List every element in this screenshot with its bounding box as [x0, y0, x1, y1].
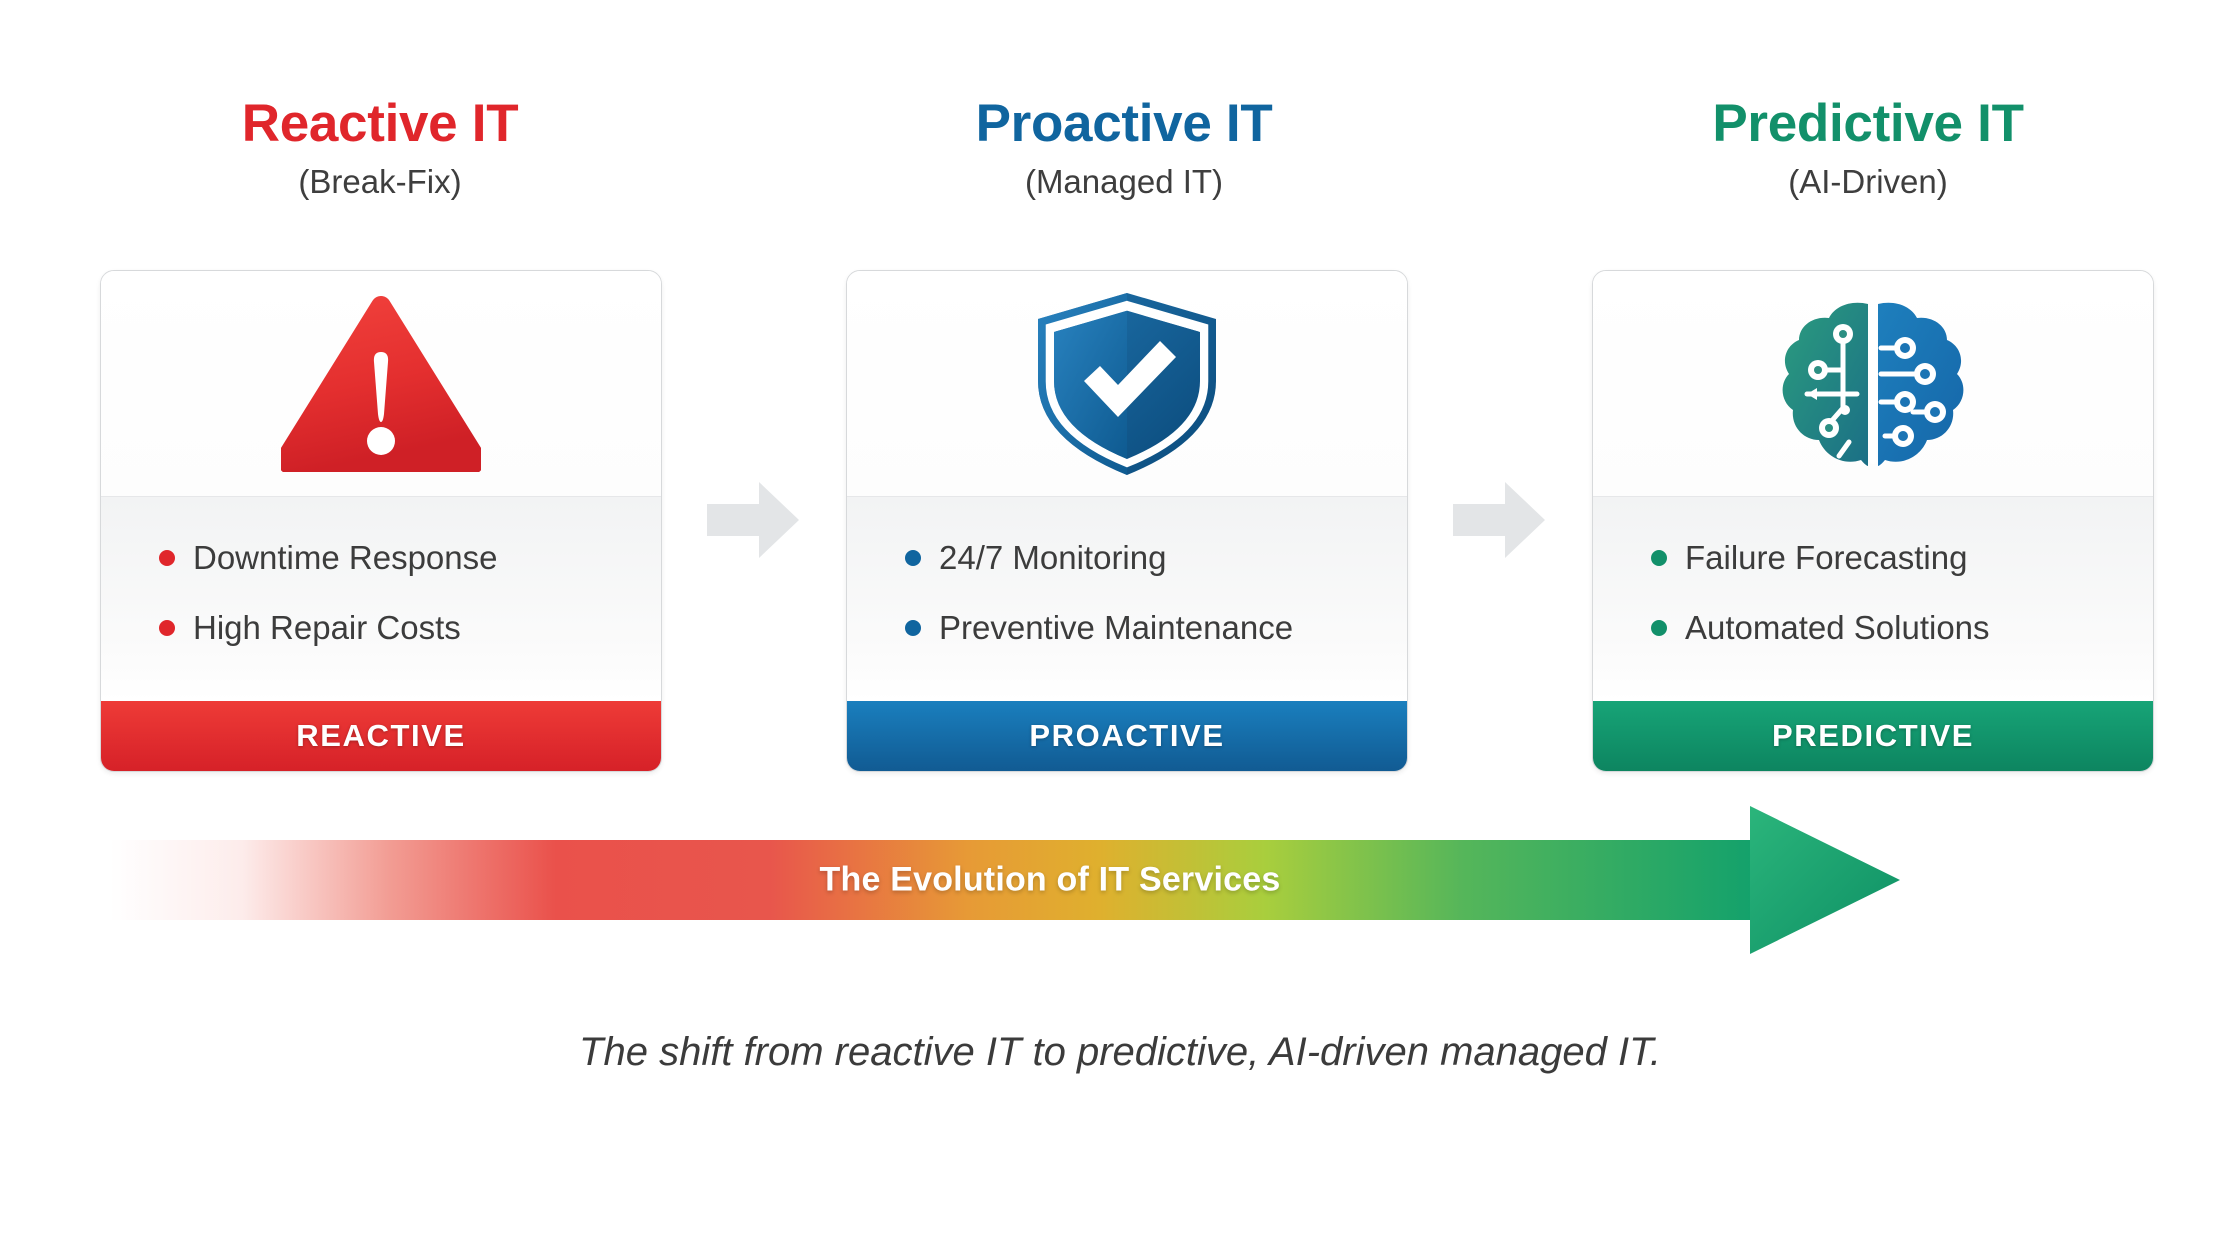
evolution-banner: The Evolution of IT Services	[110, 800, 1990, 960]
ai-brain-icon	[1782, 302, 1964, 466]
bullet-item: Failure Forecasting	[1651, 523, 2153, 593]
bullet-item: High Repair Costs	[159, 593, 661, 663]
bullet-item: 24/7 Monitoring	[905, 523, 1407, 593]
bullet-dot-icon	[905, 620, 921, 636]
stage-title-proactive: Proactive IT	[975, 94, 1273, 153]
stage-card-reactive[interactable]: Downtime Response High Repair Costs REAC…	[100, 270, 662, 772]
arrow-right-icon	[1453, 482, 1545, 558]
bullet-label: 24/7 Monitoring	[939, 539, 1167, 576]
icon-area-proactive	[847, 271, 1407, 496]
stage-subtitle-predictive: (AI-Driven)	[1788, 162, 1948, 200]
stage-subtitle-proactive: (Managed IT)	[1024, 162, 1224, 200]
stage-header-proactive: Proactive IT (Managed IT)	[844, 96, 1404, 200]
bullets-predictive: Failure Forecasting Automated Solutions	[1593, 496, 2153, 701]
stage-header-predictive: Predictive IT (AI-Driven)	[1588, 96, 2148, 200]
bullet-dot-icon	[905, 550, 921, 566]
card-footer-reactive: REACTIVE	[101, 701, 661, 771]
bullet-label: High Repair Costs	[193, 609, 461, 646]
bullet-item: Preventive Maintenance	[905, 593, 1407, 663]
bullet-dot-icon	[159, 550, 175, 566]
stage-cards-row: Downtime Response High Repair Costs REAC…	[100, 270, 2154, 772]
stage-headers-row: Reactive IT (Break-Fix) Proactive IT (Ma…	[100, 96, 2148, 236]
stage-card-proactive[interactable]: 24/7 Monitoring Preventive Maintenance P…	[846, 270, 1408, 772]
stage-title-predictive: Predictive IT	[1712, 94, 2024, 153]
connector-1	[662, 270, 846, 770]
bullet-dot-icon	[1651, 620, 1667, 636]
card-footer-proactive: PROACTIVE	[847, 701, 1407, 771]
bullet-label: Failure Forecasting	[1685, 539, 1968, 576]
bullet-label: Preventive Maintenance	[939, 609, 1294, 646]
bullet-label: Automated Solutions	[1685, 609, 1990, 646]
bullet-dot-icon	[1651, 550, 1667, 566]
arrow-right-icon	[707, 482, 799, 558]
bullet-dot-icon	[159, 620, 175, 636]
shield-check-icon	[1038, 292, 1216, 475]
bullet-label: Downtime Response	[193, 539, 498, 576]
warning-triangle-icon	[281, 295, 481, 472]
bullet-item: Downtime Response	[159, 523, 661, 593]
stage-header-reactive: Reactive IT (Break-Fix)	[100, 96, 660, 200]
card-footer-predictive: PREDICTIVE	[1593, 701, 2153, 771]
icon-area-predictive	[1593, 271, 2153, 496]
bullet-item: Automated Solutions	[1651, 593, 2153, 663]
bullets-proactive: 24/7 Monitoring Preventive Maintenance	[847, 496, 1407, 701]
evolution-arrow-icon	[110, 806, 1900, 954]
stage-title-reactive: Reactive IT	[241, 94, 519, 153]
icon-area-reactive	[101, 271, 661, 496]
infographic-caption: The shift from reactive IT to predictive…	[579, 1030, 1661, 1074]
stage-card-predictive[interactable]: Failure Forecasting Automated Solutions …	[1592, 270, 2154, 772]
stage-subtitle-reactive: (Break-Fix)	[298, 162, 462, 200]
bullets-reactive: Downtime Response High Repair Costs	[101, 496, 661, 701]
connector-2	[1408, 270, 1592, 770]
